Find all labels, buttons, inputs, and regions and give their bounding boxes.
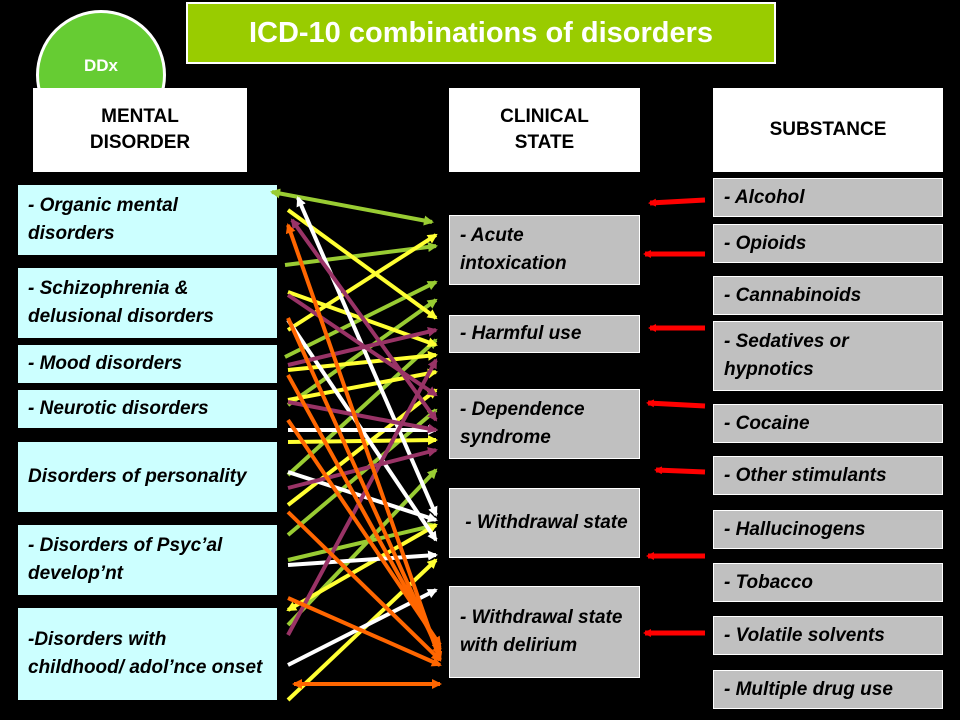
page-title: ICD-10 combinations of disorders: [186, 2, 776, 64]
substance-label: - Other stimulants: [724, 464, 887, 486]
substance-label: - Cocaine: [724, 412, 810, 434]
connector-arrow: [287, 596, 442, 667]
substance-arrow: [648, 197, 706, 207]
mental-item-neurotic: - Neurotic disorders: [18, 390, 277, 428]
substance-label: - Cannabinoids: [724, 284, 862, 306]
mental-item-label: - Organic mental disorders: [28, 194, 178, 245]
mental-item-label: - Schizophrenia & delusional disorders: [28, 277, 214, 328]
substance-label: - Opioids: [724, 232, 807, 254]
mental-item-label: - Disorders of Psyc’al develop’nt: [28, 534, 223, 585]
substance-cocaine: - Cocaine: [713, 404, 943, 443]
substance-cannabinoids: - Cannabinoids: [713, 276, 943, 315]
header-substance-label: SUBSTANCE: [769, 119, 887, 141]
mental-item-schizophrenia: - Schizophrenia & delusional disorders: [18, 268, 277, 338]
connector-arrow: [285, 223, 443, 662]
page-title-text: ICD-10 combinations of disorders: [248, 16, 714, 49]
substance-volatile-solvents: - Volatile solvents: [713, 616, 943, 655]
substance-arrows: [643, 197, 706, 637]
state-harmful-use: - Harmful use: [449, 315, 640, 353]
header-mental-label: MENTAL DISORDER: [89, 106, 191, 153]
header-substance: SUBSTANCE: [713, 88, 943, 172]
state-label: - Acute intoxication: [460, 224, 567, 275]
mental-item-label: - Mood disorders: [28, 352, 183, 374]
substance-multiple-drug-use: - Multiple drug use: [713, 670, 943, 709]
state-acute-intoxication: - Acute intoxication: [449, 215, 640, 285]
substance-arrow: [654, 466, 706, 475]
header-clinical-state: CLINICAL STATE: [449, 88, 640, 172]
mental-item-psychological-development: - Disorders of Psyc’al develop’nt: [18, 525, 277, 595]
state-withdrawal-delirium: - Withdrawal state with delirium: [449, 586, 640, 678]
mesh-arrows: [270, 188, 443, 702]
substance-opioids: - Opioids: [713, 224, 943, 263]
mental-item-personality: Disorders of personality: [18, 442, 277, 512]
substance-hallucinogens: - Hallucinogens: [713, 510, 943, 549]
state-label: - Harmful use: [460, 322, 582, 344]
header-mental-disorder: MENTAL DISORDER: [33, 88, 247, 172]
mental-item-childhood-onset: -Disorders with childhood/ adol’nce onse…: [18, 608, 277, 700]
substance-label: - Tobacco: [724, 571, 814, 593]
ddx-badge-label: DDx: [83, 56, 118, 75]
state-label: - Withdrawal state: [460, 511, 628, 533]
substance-sedatives: - Sedatives or hypnotics: [713, 321, 943, 391]
substance-other-stimulants: - Other stimulants: [713, 456, 943, 495]
mental-item-organic: - Organic mental disorders: [18, 185, 277, 255]
state-dependence-syndrome: - Dependence syndrome: [449, 389, 640, 459]
mental-item-mood: - Mood disorders: [18, 345, 277, 383]
substance-alcohol: - Alcohol: [713, 178, 943, 217]
mental-item-label: Disorders of personality: [28, 465, 247, 487]
substance-label: - Volatile solvents: [724, 624, 885, 646]
state-withdrawal: - Withdrawal state: [449, 488, 640, 558]
substance-label: - Alcohol: [724, 186, 805, 208]
state-label: - Dependence syndrome: [460, 398, 585, 449]
connector-arrow: [286, 418, 442, 647]
substance-arrow: [646, 399, 706, 409]
connector-arrow: [286, 317, 442, 657]
mental-item-label: -Disorders with childhood/ adol’nce onse…: [28, 628, 263, 679]
mental-item-label: - Neurotic disorders: [28, 397, 209, 419]
substance-label: - Multiple drug use: [724, 678, 893, 700]
substance-label: - Hallucinogens: [724, 518, 866, 540]
state-label: - Withdrawal state with delirium: [460, 606, 623, 657]
connector-arrow: [286, 510, 442, 662]
substance-tobacco: - Tobacco: [713, 563, 943, 602]
substance-label: - Sedatives or hypnotics: [724, 331, 849, 380]
header-clinical-label: CLINICAL STATE: [500, 106, 589, 153]
